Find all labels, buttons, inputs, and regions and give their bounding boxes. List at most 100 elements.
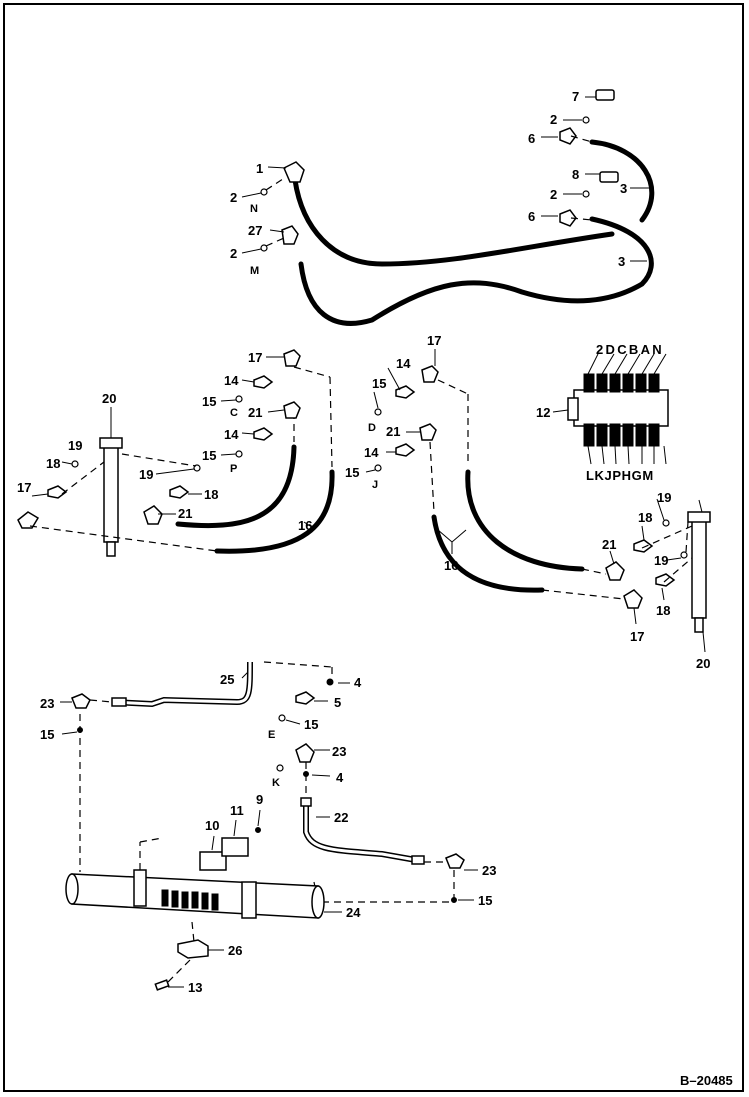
label-2: 2 xyxy=(550,112,557,127)
label-18: 18 xyxy=(656,603,670,618)
label-19: 19 xyxy=(68,438,82,453)
hose-3-lower xyxy=(298,216,654,326)
label-15: 15 xyxy=(40,727,54,742)
o-ring-2 xyxy=(582,116,590,124)
label-P: P xyxy=(230,463,237,475)
label-14: 14 xyxy=(224,427,239,442)
label-7: 7 xyxy=(572,89,579,104)
label-23: 23 xyxy=(40,696,54,711)
o-ring-2b xyxy=(582,190,590,198)
label-2: 2 xyxy=(550,187,557,202)
elbow-23-center xyxy=(295,743,315,763)
label-14: 14 xyxy=(396,356,411,371)
hose-16-d xyxy=(431,514,545,593)
label-14: 14 xyxy=(364,445,379,460)
label-5: 5 xyxy=(334,695,341,710)
label-21: 21 xyxy=(178,506,192,521)
label-17: 17 xyxy=(248,350,262,365)
label-10: 10 xyxy=(205,818,219,833)
label-2: 2 xyxy=(230,190,237,205)
elbow-17-center xyxy=(421,365,439,383)
fitting-5 xyxy=(295,691,316,705)
fitting-8 xyxy=(599,171,619,183)
valve-body xyxy=(573,389,669,427)
label-19: 19 xyxy=(139,467,153,482)
label-9: 9 xyxy=(256,792,263,807)
label-D: D xyxy=(368,422,376,434)
o-ring-M xyxy=(260,244,268,252)
hose-3-upper xyxy=(292,177,615,267)
label-3: 3 xyxy=(620,181,627,196)
elbow-1 xyxy=(283,161,305,183)
label-14: 14 xyxy=(224,373,239,388)
plate-11 xyxy=(221,837,249,857)
diagram-frame: 7 2 6 8 2 6 3 3 1 2 N 27 2 M 17 14 15 C … xyxy=(3,3,744,1092)
adapter-18c xyxy=(633,539,654,553)
elbow-21-upper xyxy=(283,401,301,419)
control-valve-12 xyxy=(552,353,669,465)
label-21: 21 xyxy=(602,537,616,552)
label-20: 20 xyxy=(102,391,116,406)
right-cylinder-group xyxy=(605,498,711,653)
label-17: 17 xyxy=(17,480,31,495)
label-23: 23 xyxy=(482,863,496,878)
adapter-18b xyxy=(169,485,190,499)
label-26: 26 xyxy=(228,943,242,958)
label-16: 16 xyxy=(444,558,458,573)
label-15: 15 xyxy=(202,394,216,409)
left-cylinder-group xyxy=(17,349,335,557)
cylinder-20-left xyxy=(103,441,119,543)
label-13: 13 xyxy=(188,980,202,995)
label-20: 20 xyxy=(696,656,710,671)
plate-10 xyxy=(199,851,227,871)
label-6: 6 xyxy=(528,131,535,146)
label-6: 6 xyxy=(528,209,535,224)
cylinder-20-right xyxy=(691,517,707,619)
valve-top-labels: 2DCBAN xyxy=(596,342,664,357)
elbow-27 xyxy=(281,225,299,245)
label-15: 15 xyxy=(345,465,359,480)
o-ring-N xyxy=(260,188,268,196)
label-16: 16 xyxy=(298,518,312,533)
center-fittings-group xyxy=(365,349,625,600)
elbow-21-center xyxy=(419,423,437,441)
hose-16-a xyxy=(175,444,297,529)
fitting-7 xyxy=(595,89,615,101)
label-17: 17 xyxy=(630,629,644,644)
label-4: 4 xyxy=(354,675,362,690)
label-15: 15 xyxy=(478,893,492,908)
label-15: 15 xyxy=(304,717,318,732)
label-17: 17 xyxy=(427,333,441,348)
label-8: 8 xyxy=(572,167,579,182)
hose-16-c xyxy=(465,469,585,572)
upper-hoses xyxy=(292,139,655,326)
elbow-23-right xyxy=(445,853,465,869)
hydraulic-parts-diagram: 7 2 6 8 2 6 3 3 1 2 N 27 2 M 17 14 15 C … xyxy=(17,89,733,1088)
top-right-fittings xyxy=(541,89,654,262)
adapter-14d xyxy=(395,443,416,457)
label-K: K xyxy=(272,777,280,789)
elbow-23-left xyxy=(71,693,91,709)
rack-teeth xyxy=(161,889,219,911)
elbow-17-right xyxy=(623,589,643,609)
elbow-6 xyxy=(559,127,577,145)
label-23: 23 xyxy=(332,744,346,759)
hose-16-b xyxy=(214,469,335,554)
label-1: 1 xyxy=(256,161,263,176)
label-15: 15 xyxy=(202,448,216,463)
cylinder-20-rod xyxy=(106,541,116,557)
label-15: 15 xyxy=(372,376,386,391)
label-19: 19 xyxy=(657,490,671,505)
label-18: 18 xyxy=(46,456,60,471)
label-24: 24 xyxy=(346,905,361,920)
label-21: 21 xyxy=(248,405,262,420)
figure-id: B–20485 xyxy=(680,1073,733,1088)
adapter-18 xyxy=(47,485,68,499)
label-J: J xyxy=(372,479,378,491)
elbow-17-upper xyxy=(283,349,301,367)
label-4: 4 xyxy=(336,770,344,785)
adapter-14 xyxy=(253,375,274,389)
label-11: 11 xyxy=(230,803,244,818)
label-12: 12 xyxy=(536,405,550,420)
hose-3-right xyxy=(589,139,655,223)
